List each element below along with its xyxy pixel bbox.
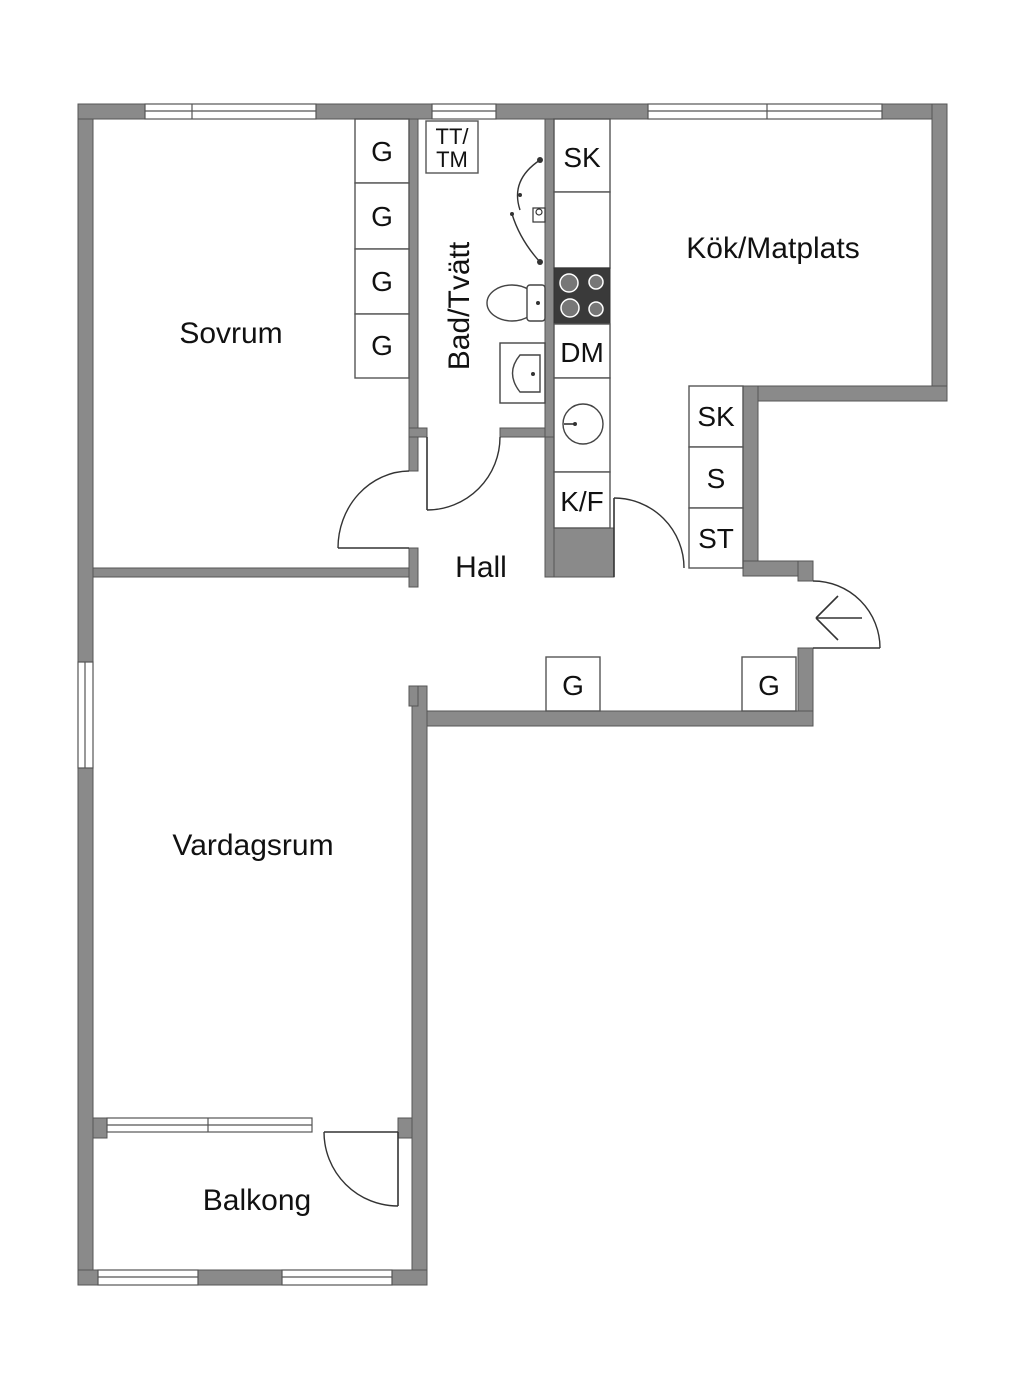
walls [77,103,948,1286]
kitchen-sink-icon [562,403,604,445]
washbasin-icon [499,342,546,404]
hall-sk-label: SK [697,401,735,432]
room-label-hall: Hall [455,551,507,584]
toilet-icon [486,284,546,322]
bathroom-fixtures [425,120,546,404]
wardrobe-label-2: G [371,201,393,232]
hall-s-label: S [707,463,726,494]
kitchen-counter [553,118,611,529]
room-label-bad-tvatt: Bad/Tvätt [443,241,476,370]
washer-dryer-label-top: TT/ [436,124,470,149]
stove-icon [559,273,604,318]
doors [323,436,881,1207]
hall-wardrobe-label-2: G [758,670,780,701]
room-label-sovrum: Sovrum [179,317,282,350]
room-label-vardagsrum: Vardagsrum [172,829,333,862]
wardrobe-label-3: G [371,266,393,297]
kitchen-sk-label: SK [563,142,601,173]
entrance-arrow-icon [815,595,862,641]
kitchen-kf-label: K/F [560,486,604,517]
room-label-balkong: Balkong [203,1184,311,1217]
hall-wardrobe-label-1: G [562,670,584,701]
sovrum-wardrobes [354,118,410,379]
windows [77,103,883,1286]
wardrobe-label-1: G [371,136,393,167]
wardrobe-label-4: G [371,330,393,361]
kitchen-dm-label: DM [560,337,604,368]
hall-wardrobes [545,656,797,712]
hall-st-label: ST [698,523,734,554]
washer-dryer-label-bottom: TM [436,147,468,172]
hall-storage-column [688,385,744,569]
room-label-kok-matplats: Kök/Matplats [686,232,859,265]
shower-icon [510,157,546,265]
